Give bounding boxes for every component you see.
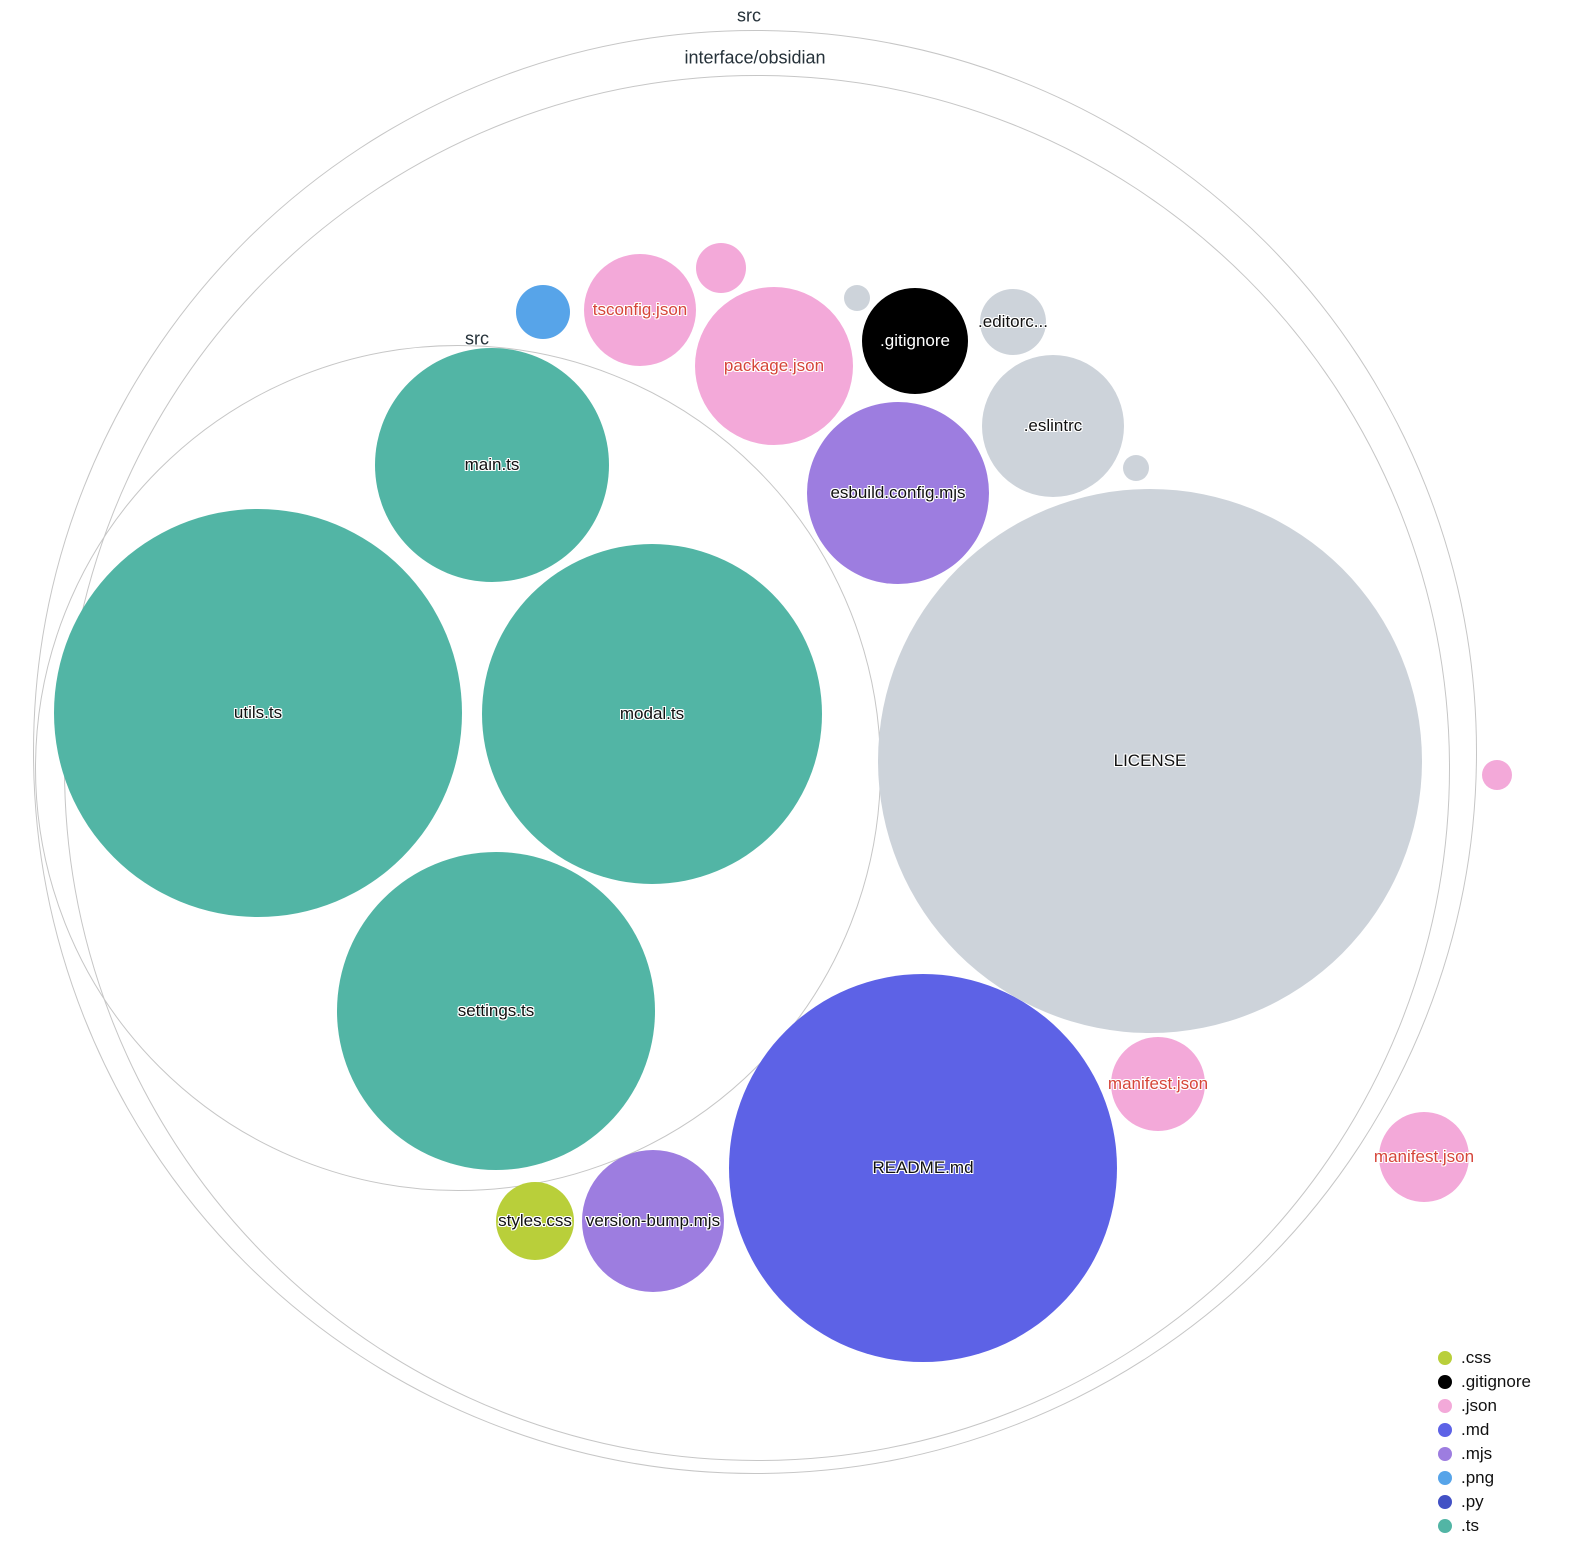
- legend-label: .mjs: [1461, 1443, 1493, 1463]
- legend-item-.json: .json: [1438, 1395, 1531, 1415]
- file-circle-tsconfig.json[interactable]: tsconfig.json: [584, 254, 696, 366]
- file-circle-settings.ts[interactable]: settings.ts: [337, 852, 655, 1170]
- legend-item-.gitignore: .gitignore: [1438, 1371, 1531, 1391]
- file-label: modal.ts: [619, 704, 685, 723]
- file-circle-manifest.json[interactable]: manifest.json: [1374, 1112, 1474, 1202]
- src-folder-label: src: [465, 328, 489, 349]
- file-label: manifest.json: [1373, 1147, 1475, 1166]
- file-label: main.ts: [464, 455, 520, 474]
- file-circle[interactable]: [1123, 455, 1149, 481]
- file-circle[interactable]: [1482, 760, 1512, 790]
- file-label: utils.ts: [233, 703, 283, 722]
- file-circle-license[interactable]: LICENSE: [878, 489, 1422, 1033]
- repo-name-label: interface/obsidian: [684, 47, 826, 68]
- legend-swatch: [1438, 1398, 1452, 1413]
- file-circle-package.json[interactable]: package.json: [695, 287, 853, 445]
- legend-label: .json: [1461, 1395, 1497, 1415]
- file-label: tsconfig.json: [592, 300, 688, 319]
- legend-label: .md: [1461, 1419, 1490, 1439]
- file-circle-esbuild.config.mjs[interactable]: esbuild.config.mjs: [807, 402, 989, 584]
- file-label: styles.css: [498, 1211, 572, 1230]
- file-label: LICENSE: [1113, 751, 1187, 770]
- legend-item-.mjs: .mjs: [1438, 1443, 1531, 1463]
- legend-item-.css: .css: [1438, 1347, 1531, 1367]
- file-label: esbuild.config.mjs: [830, 483, 966, 502]
- legend-swatch: [1438, 1518, 1452, 1533]
- file-circle-.gitignore[interactable]: .gitignore: [862, 288, 968, 394]
- legend-item-.md: .md: [1438, 1419, 1531, 1439]
- legend-item-.png: .png: [1438, 1467, 1531, 1487]
- file-label: version-bump.mjs: [585, 1211, 721, 1230]
- legend-label: .ts: [1461, 1515, 1479, 1535]
- file-label: package.json: [723, 356, 825, 375]
- legend-item-.ts: .ts: [1438, 1515, 1531, 1535]
- legend-label: .css: [1461, 1347, 1492, 1367]
- file-label: .eslintrc: [1023, 416, 1083, 435]
- outer-src-circle[interactable]: [33, 30, 1477, 1474]
- file-label: README.md: [872, 1158, 974, 1177]
- file-label: manifest.json: [1107, 1074, 1209, 1093]
- file-circle-modal.ts[interactable]: modal.ts: [482, 544, 822, 884]
- file-circle[interactable]: [696, 243, 746, 293]
- legend-label: .py: [1461, 1491, 1484, 1511]
- file-circle-main.ts[interactable]: main.ts: [375, 348, 609, 582]
- file-label: .gitignore: [880, 331, 950, 350]
- legend: .css .gitignore .json .md .mjs .png .py .ts: [1438, 1347, 1531, 1535]
- file-circle-styles.css[interactable]: styles.css: [496, 1182, 574, 1260]
- legend-swatch: [1438, 1446, 1452, 1461]
- outer-folder-label: src: [737, 5, 761, 26]
- file-label: settings.ts: [457, 1001, 535, 1020]
- file-circle-readme.md[interactable]: README.md: [729, 974, 1117, 1362]
- file-circle-utils.ts[interactable]: utils.ts: [54, 509, 462, 917]
- file-circle[interactable]: [844, 285, 870, 311]
- legend-item-.py: .py: [1438, 1491, 1531, 1511]
- file-circle-version-bump.mjs[interactable]: version-bump.mjs: [582, 1150, 724, 1292]
- file-circle-manifest.json[interactable]: manifest.json: [1107, 1037, 1209, 1131]
- file-circle[interactable]: [516, 285, 570, 339]
- legend-swatch: [1438, 1494, 1452, 1509]
- legend-swatch: [1438, 1422, 1452, 1437]
- legend-label: .gitignore: [1461, 1371, 1531, 1391]
- legend-swatch: [1438, 1350, 1452, 1365]
- legend-swatch: [1438, 1470, 1452, 1485]
- legend-label: .png: [1461, 1467, 1495, 1487]
- file-circle-.eslintrc[interactable]: .eslintrc: [982, 355, 1124, 497]
- file-circle-.editorc...[interactable]: .editorc...: [978, 289, 1048, 355]
- file-label: .editorc...: [978, 312, 1048, 331]
- legend-swatch: [1438, 1374, 1452, 1389]
